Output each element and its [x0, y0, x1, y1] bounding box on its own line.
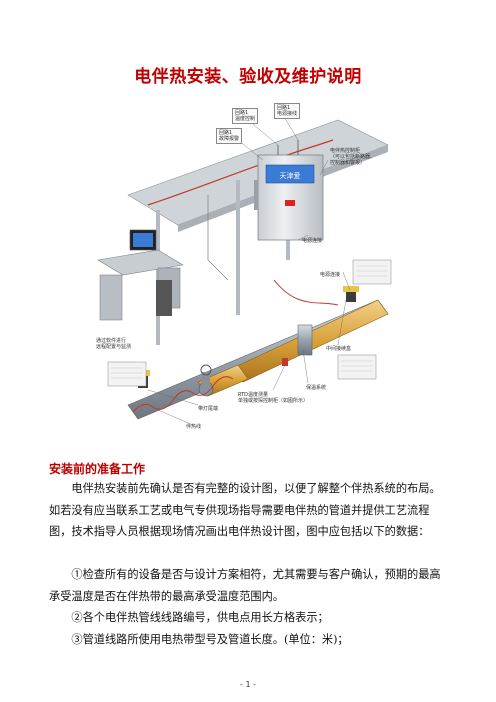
- callout-power-connection-1: 电源连接: [302, 238, 323, 244]
- nameplate-group: [107, 259, 392, 387]
- rtd-sensor: [282, 358, 288, 366]
- heat-trace-cable: [132, 376, 234, 413]
- paragraph-intro: 电伴热安装前先确认是否有完整的设计图，以便了解整个伴热系统的布局。如若没有应当联…: [49, 482, 441, 538]
- supply-cable: [147, 139, 334, 206]
- callout-loop1-power: 回路1 电源接线: [274, 103, 301, 119]
- system-illustration: 天津爱: [97, 114, 392, 426]
- section-heading: 安装前的准备工作: [49, 462, 146, 476]
- callout-remote-monitoring: 通过软件进行 远程配置与监测: [96, 338, 132, 350]
- cabinet-display-label: 天津爱: [280, 172, 301, 180]
- callout-splice-box: 中间接续盒: [326, 346, 352, 352]
- callout-insulation: 保温系统: [306, 385, 327, 391]
- control-cabinet: 天津爱: [254, 140, 324, 241]
- page-number: - 1 -: [240, 680, 256, 689]
- paragraph-item-2: ②各个电伴热管线线路编号，供电点用长方格表示；: [71, 611, 329, 624]
- callout-heat-trace: 伴热线: [186, 424, 202, 430]
- cabinet-indicator: [285, 200, 295, 206]
- callout-leaders: [147, 114, 351, 426]
- pc-tower: [156, 280, 172, 316]
- heat-tracing-system-diagram: 天津爱: [88, 100, 418, 440]
- callout-rtd-sensor: RTD温度测量 单独或按探控制柜（如图所示）: [238, 392, 309, 404]
- callout-control-cabinet: 电伴热控制柜 （可以包括断路器、 控制器和警报）: [330, 148, 376, 166]
- cabinet-display: [265, 164, 315, 184]
- callout-loop1-temp-control: 回路1 温度控制: [232, 108, 259, 124]
- page-title: 电伴热安装、验收及维护说明: [134, 67, 362, 87]
- paragraph-item-1: ①检查所有的设备是否与设计方案相符，尤其需要与客户确认，预期的最高承受温度是否在…: [49, 568, 441, 603]
- callout-loop1-alarm: 回路1 故障报警: [216, 128, 243, 144]
- process-pipe: [127, 279, 389, 420]
- junction-box: [346, 292, 356, 302]
- callout-lighted-end: 带灯尾端: [198, 406, 219, 412]
- paragraph-item-3: ③管道线路所使用电热带型号及管道长度。(单位：米)；: [71, 633, 349, 646]
- computer-workstation: [97, 229, 184, 321]
- callout-power-connection-2: 电源连接: [320, 272, 341, 278]
